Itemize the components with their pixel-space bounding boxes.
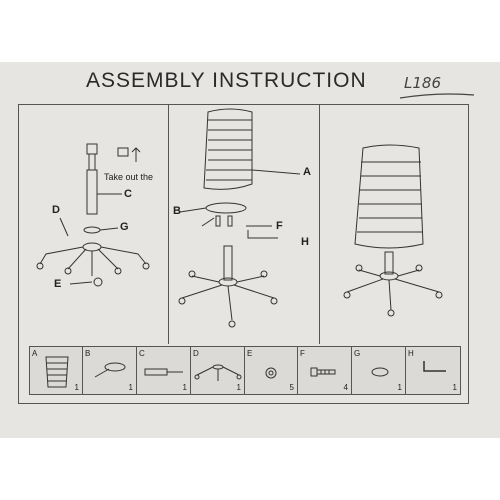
step3-drawing xyxy=(343,144,443,317)
panel-step-1 xyxy=(18,104,169,344)
part-cell-e: E 5 xyxy=(245,347,298,394)
part-cell-d: D 1 xyxy=(191,347,245,394)
part-letter: H xyxy=(408,349,414,358)
handwritten-note: L186 xyxy=(404,74,441,92)
part-qty: 5 xyxy=(289,383,294,392)
label-d: D xyxy=(52,204,60,216)
part-letter: D xyxy=(193,349,199,358)
part-cell-g: G 1 xyxy=(352,347,406,394)
label-e: E xyxy=(54,278,62,290)
label-g: G xyxy=(120,221,129,233)
wrench-icon xyxy=(423,361,446,372)
label-c: C xyxy=(124,188,132,200)
part-letter: C xyxy=(139,349,145,358)
part-letter: F xyxy=(300,349,305,358)
part-qty: 1 xyxy=(236,383,241,392)
base-icon xyxy=(194,364,242,381)
part-letter: E xyxy=(247,349,253,358)
mechanism-icon xyxy=(94,362,126,378)
backrest-icon xyxy=(45,356,69,388)
gas-cylinder-icon xyxy=(144,368,183,376)
ring-icon xyxy=(371,367,389,377)
bolt-icon xyxy=(310,367,336,377)
handwritten-underline xyxy=(399,93,475,99)
step2-drawing xyxy=(178,108,301,328)
page-title: ASSEMBLY INSTRUCTION xyxy=(86,69,367,92)
part-qty: 1 xyxy=(182,383,187,392)
part-cell-a: A 1 xyxy=(30,347,83,394)
part-letter: A xyxy=(32,349,38,358)
step1-drawing xyxy=(36,143,150,287)
part-qty: 1 xyxy=(397,383,402,392)
part-letter: B xyxy=(85,349,91,358)
part-qty: 4 xyxy=(343,383,348,392)
part-letter: G xyxy=(354,349,361,358)
part-cell-b: B 1 xyxy=(83,347,137,394)
part-qty: 1 xyxy=(128,383,133,392)
step1-note: Take out the xyxy=(104,172,154,182)
label-a: A xyxy=(303,166,311,178)
part-cell-f: F 4 xyxy=(298,347,352,394)
instruction-frame xyxy=(18,104,469,404)
label-f: F xyxy=(276,220,283,232)
part-qty: 1 xyxy=(74,383,79,392)
part-cell-c: C 1 xyxy=(137,347,191,394)
part-qty: 1 xyxy=(452,383,457,392)
caster-icon xyxy=(265,367,277,379)
part-cell-h: H 1 xyxy=(406,347,460,394)
parts-list: A 1 B 1 C 1 D xyxy=(29,346,461,395)
label-b: B xyxy=(173,205,181,217)
label-h: H xyxy=(301,236,309,248)
panel-step-2 xyxy=(168,104,320,344)
